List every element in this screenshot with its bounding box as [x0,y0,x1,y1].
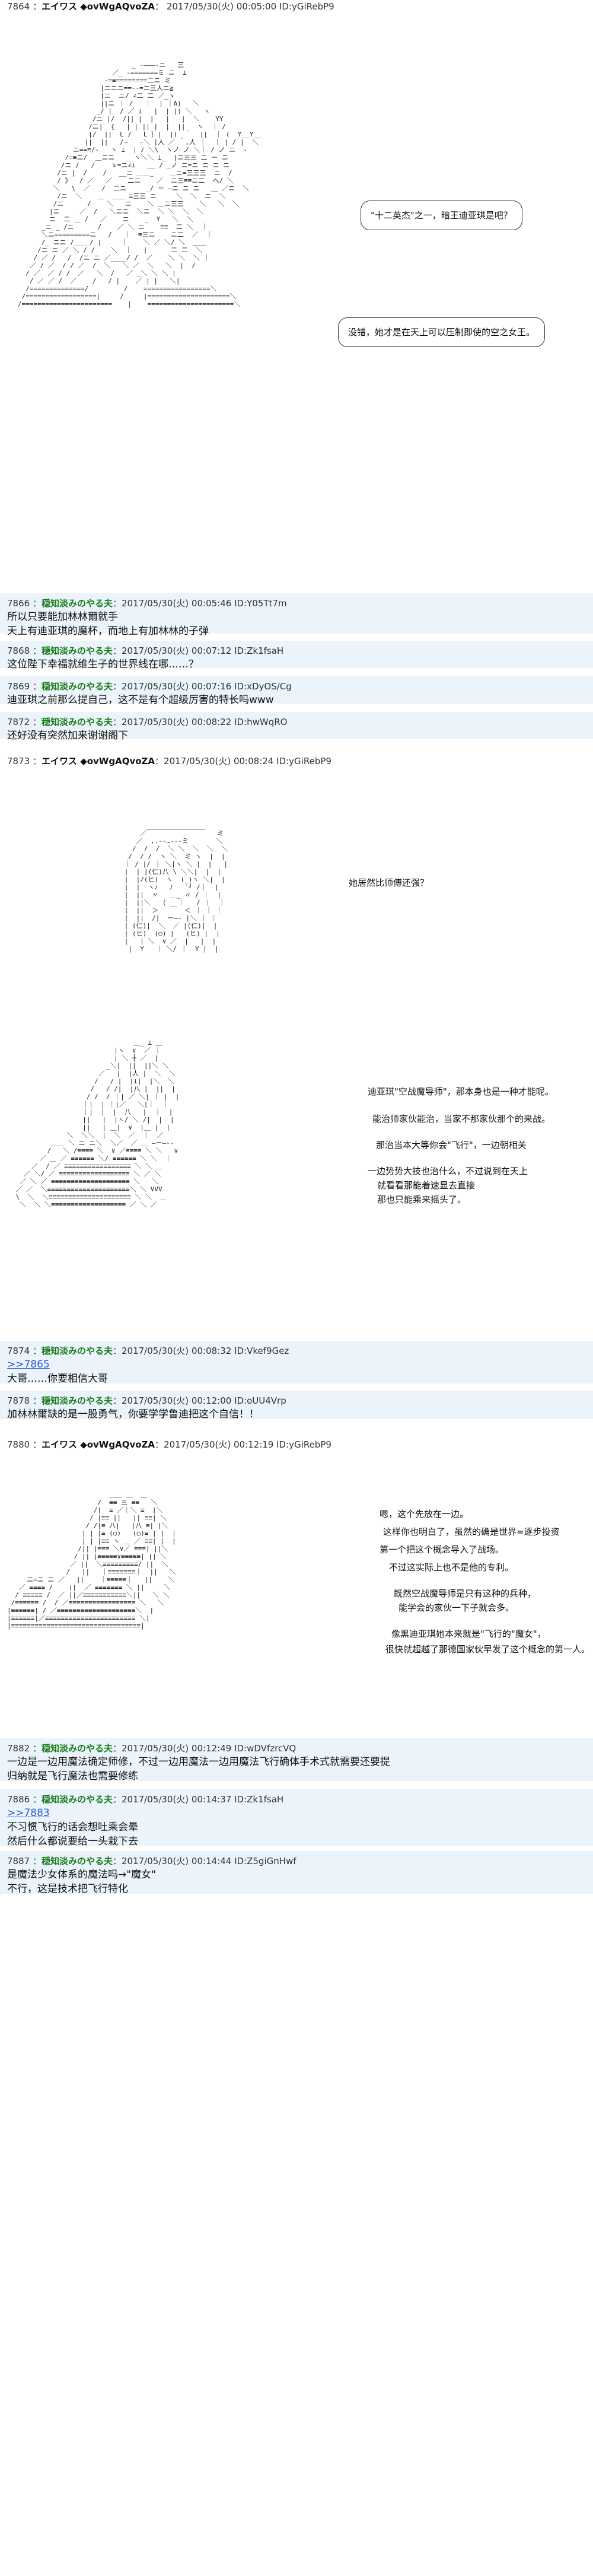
post-7887: 7887 ：穏知淡みのやる夫：2017/05/30(火) 00:14:44 ID… [0,1851,593,1895]
aa-line: 很快就超越了那德国家伙早发了这个概念的第一人。 [385,1644,591,1655]
post-body: >>7865 大哥……你要相信大哥 [7,1357,586,1386]
post-body: >>7883 不习惯飞行的话会想吐乘会晕 然后什么都说要给一头栽下去 [7,1806,586,1849]
post-7880: 7880 ：エイワス ◆ovWgAQvoZA：2017/05/30(火) 00:… [0,1438,593,1452]
aa-line: 就看看那能着速显去直接 [377,1180,476,1191]
post-7872: 7872 ：穏知淡みのやる夫：2017/05/30(火) 00:08:22 ID… [0,712,593,742]
post-header: 7874 ：穏知淡みのやる夫：2017/05/30(火) 00:08:32 ID… [7,1346,289,1356]
ascii-art-scene-1: _ -―――-ニ 三 ／_ -=======ミ ニ ⊥ -=≡========二… [18,61,262,308]
post-header: 7866 ：穏知淡みのやる夫：2017/05/30(火) 00:05:46 ID… [7,598,287,609]
post-7874: 7874 ：穏知淡みのやる夫：2017/05/30(火) 00:08:32 ID… [0,1341,593,1386]
aa-line: 第一个把这个概念导入了战场。 [380,1544,505,1555]
reply-link[interactable]: >>7865 [7,1359,50,1370]
aa-line: 她居然比师傅还强？ [349,877,429,888]
post-body: 加林林爾缺的是一股勇气，你要学学鲁迪把这个自信！！ [7,1408,259,1420]
post-header: 7878 ：穏知淡みのやる夫：2017/05/30(火) 00:12:00 ID… [7,1395,286,1406]
post-body: 是魔法少女体系的魔法吗→"魔女" 不行，这是技术把飞行特化 [7,1869,156,1895]
post-7866: 7866 ：穏知淡みのやる夫：2017/05/30(火) 00:05:46 ID… [0,593,593,637]
aa-line: 不过这实际上也不是他的专利。 [389,1562,514,1573]
aa-line: 既然空战魔导师是只有这种的兵种， [394,1588,537,1599]
aa-line: 那治当本大等你会"飞行"，一边朝相关 [376,1140,527,1150]
post-header: 7880 ：エイワス ◆ovWgAQvoZA：2017/05/30(火) 00:… [7,1439,331,1450]
reply-link[interactable]: >>7883 [7,1807,50,1819]
post-header: 7886 ：穏知淡みのやる夫：2017/05/30(火) 00:14:37 ID… [7,1794,284,1805]
post-7873: 7873 ：エイワス ◆ovWgAQvoZA：2017/05/30(火) 00:… [0,755,593,769]
post-header: 7882 ：穏知淡みのやる夫：2017/05/30(火) 00:12:49 ID… [7,1743,296,1754]
post-body: 迪亚琪之前那么提自己，这不是有个超级厉害的特长吗www [7,694,274,706]
aa-line: 迪亚琪"空战魔导师"，那本身也是一种才能呢。 [368,1086,554,1097]
post-header: 7864 ：エイワス ◆ovWgAQvoZA： 2017/05/30(火) 00… [7,1,334,12]
post-header: 7887 ：穏知淡みのやる夫：2017/05/30(火) 00:14:44 ID… [7,1856,296,1866]
aa-line: 嗯，这个先放在一边。 [380,1509,469,1519]
post-7864: 7864 ：エイワス ◆ovWgAQvoZA： 2017/05/30(火) 00… [0,0,593,14]
aa-line: 能治师家伙能治，当家不那家伙那个的来战。 [372,1114,551,1124]
aa-line: 这样你也明白了，虽然的确是世界=逐步投资 [383,1526,560,1537]
speech-bubble: 没错，她才是在天上可以压制即使的空之女王。 [338,317,546,347]
ascii-art-scene-2a: ／￣￣￣￣￣￣￣￣￣ ミ ／ ,.-‐…‐‐-ミ ＼ / / / ＼ ＼ ＼ ＼… [124,829,228,953]
post-7882: 7882 ：穏知淡みのやる夫：2017/05/30(火) 00:12:49 ID… [0,1738,593,1782]
post-header: 7869 ：穏知淡みのやる夫：2017/05/30(火) 00:07:16 ID… [7,681,292,692]
speech-bubble: "十二英杰"之一，暗王迪亚琪是吧？ [361,201,522,230]
post-header: 7872 ：穏知淡みのやる夫：2017/05/30(火) 00:08:22 ID… [7,717,288,727]
post-body: 这位陛下幸福就维生子的世界线在哪……？ [7,659,199,670]
ascii-art-scene-2b: ＿_ ⊥ ＿ |ヽ ∨ ／ ｜ | ＼ ┼ ／ | _＼| || ||＼ ＼ ／… [15,1039,180,1209]
post-body: 所以只要能加林林爾就手 天上有迪亚琪的魔杯，而地上有加林林的子弹 [7,611,209,637]
post-7886: 7886 ：穏知淡みのやる夫：2017/05/30(火) 00:14:37 ID… [0,1789,593,1849]
aa-line: 能学会的家伙一下子就会多。 [398,1602,515,1613]
post-body: 还好没有突然加来谢谢阁下 [7,730,128,742]
aa-line: 一边势势大技也治什么，不过说到在天上 [368,1166,528,1176]
post-header: 7873 ：エイワス ◆ovWgAQvoZA：2017/05/30(火) 00:… [7,756,331,767]
post-7868: 7868 ：穏知淡みのやる夫：2017/05/30(火) 00:07:12 ID… [0,641,593,670]
ascii-art-scene-3: ＿＿ ＿ ＿ / ≡≡ 三 ≡≡ ＼ /| ≡ ／｜＼ ≡ |＼ / |≡≡ |… [7,1491,176,1630]
post-header: 7868 ：穏知淡みのやる夫：2017/05/30(火) 00:07:12 ID… [7,645,284,656]
aa-line: 那也只能乘来摇头了。 [377,1194,467,1205]
aa-line: 像黑迪亚琪她本来就是"飞行的"魔女"， [391,1629,546,1639]
post-body: 一边是一边用魔法确定师修，不过一边用魔法一边用魔法飞行确体手术式就需要还要提 归… [7,1756,390,1782]
post-7869: 7869 ：穏知淡みのやる夫：2017/05/30(火) 00:07:16 ID… [0,676,593,706]
post-7878: 7878 ：穏知淡みのやる夫：2017/05/30(火) 00:12:00 ID… [0,1391,593,1420]
